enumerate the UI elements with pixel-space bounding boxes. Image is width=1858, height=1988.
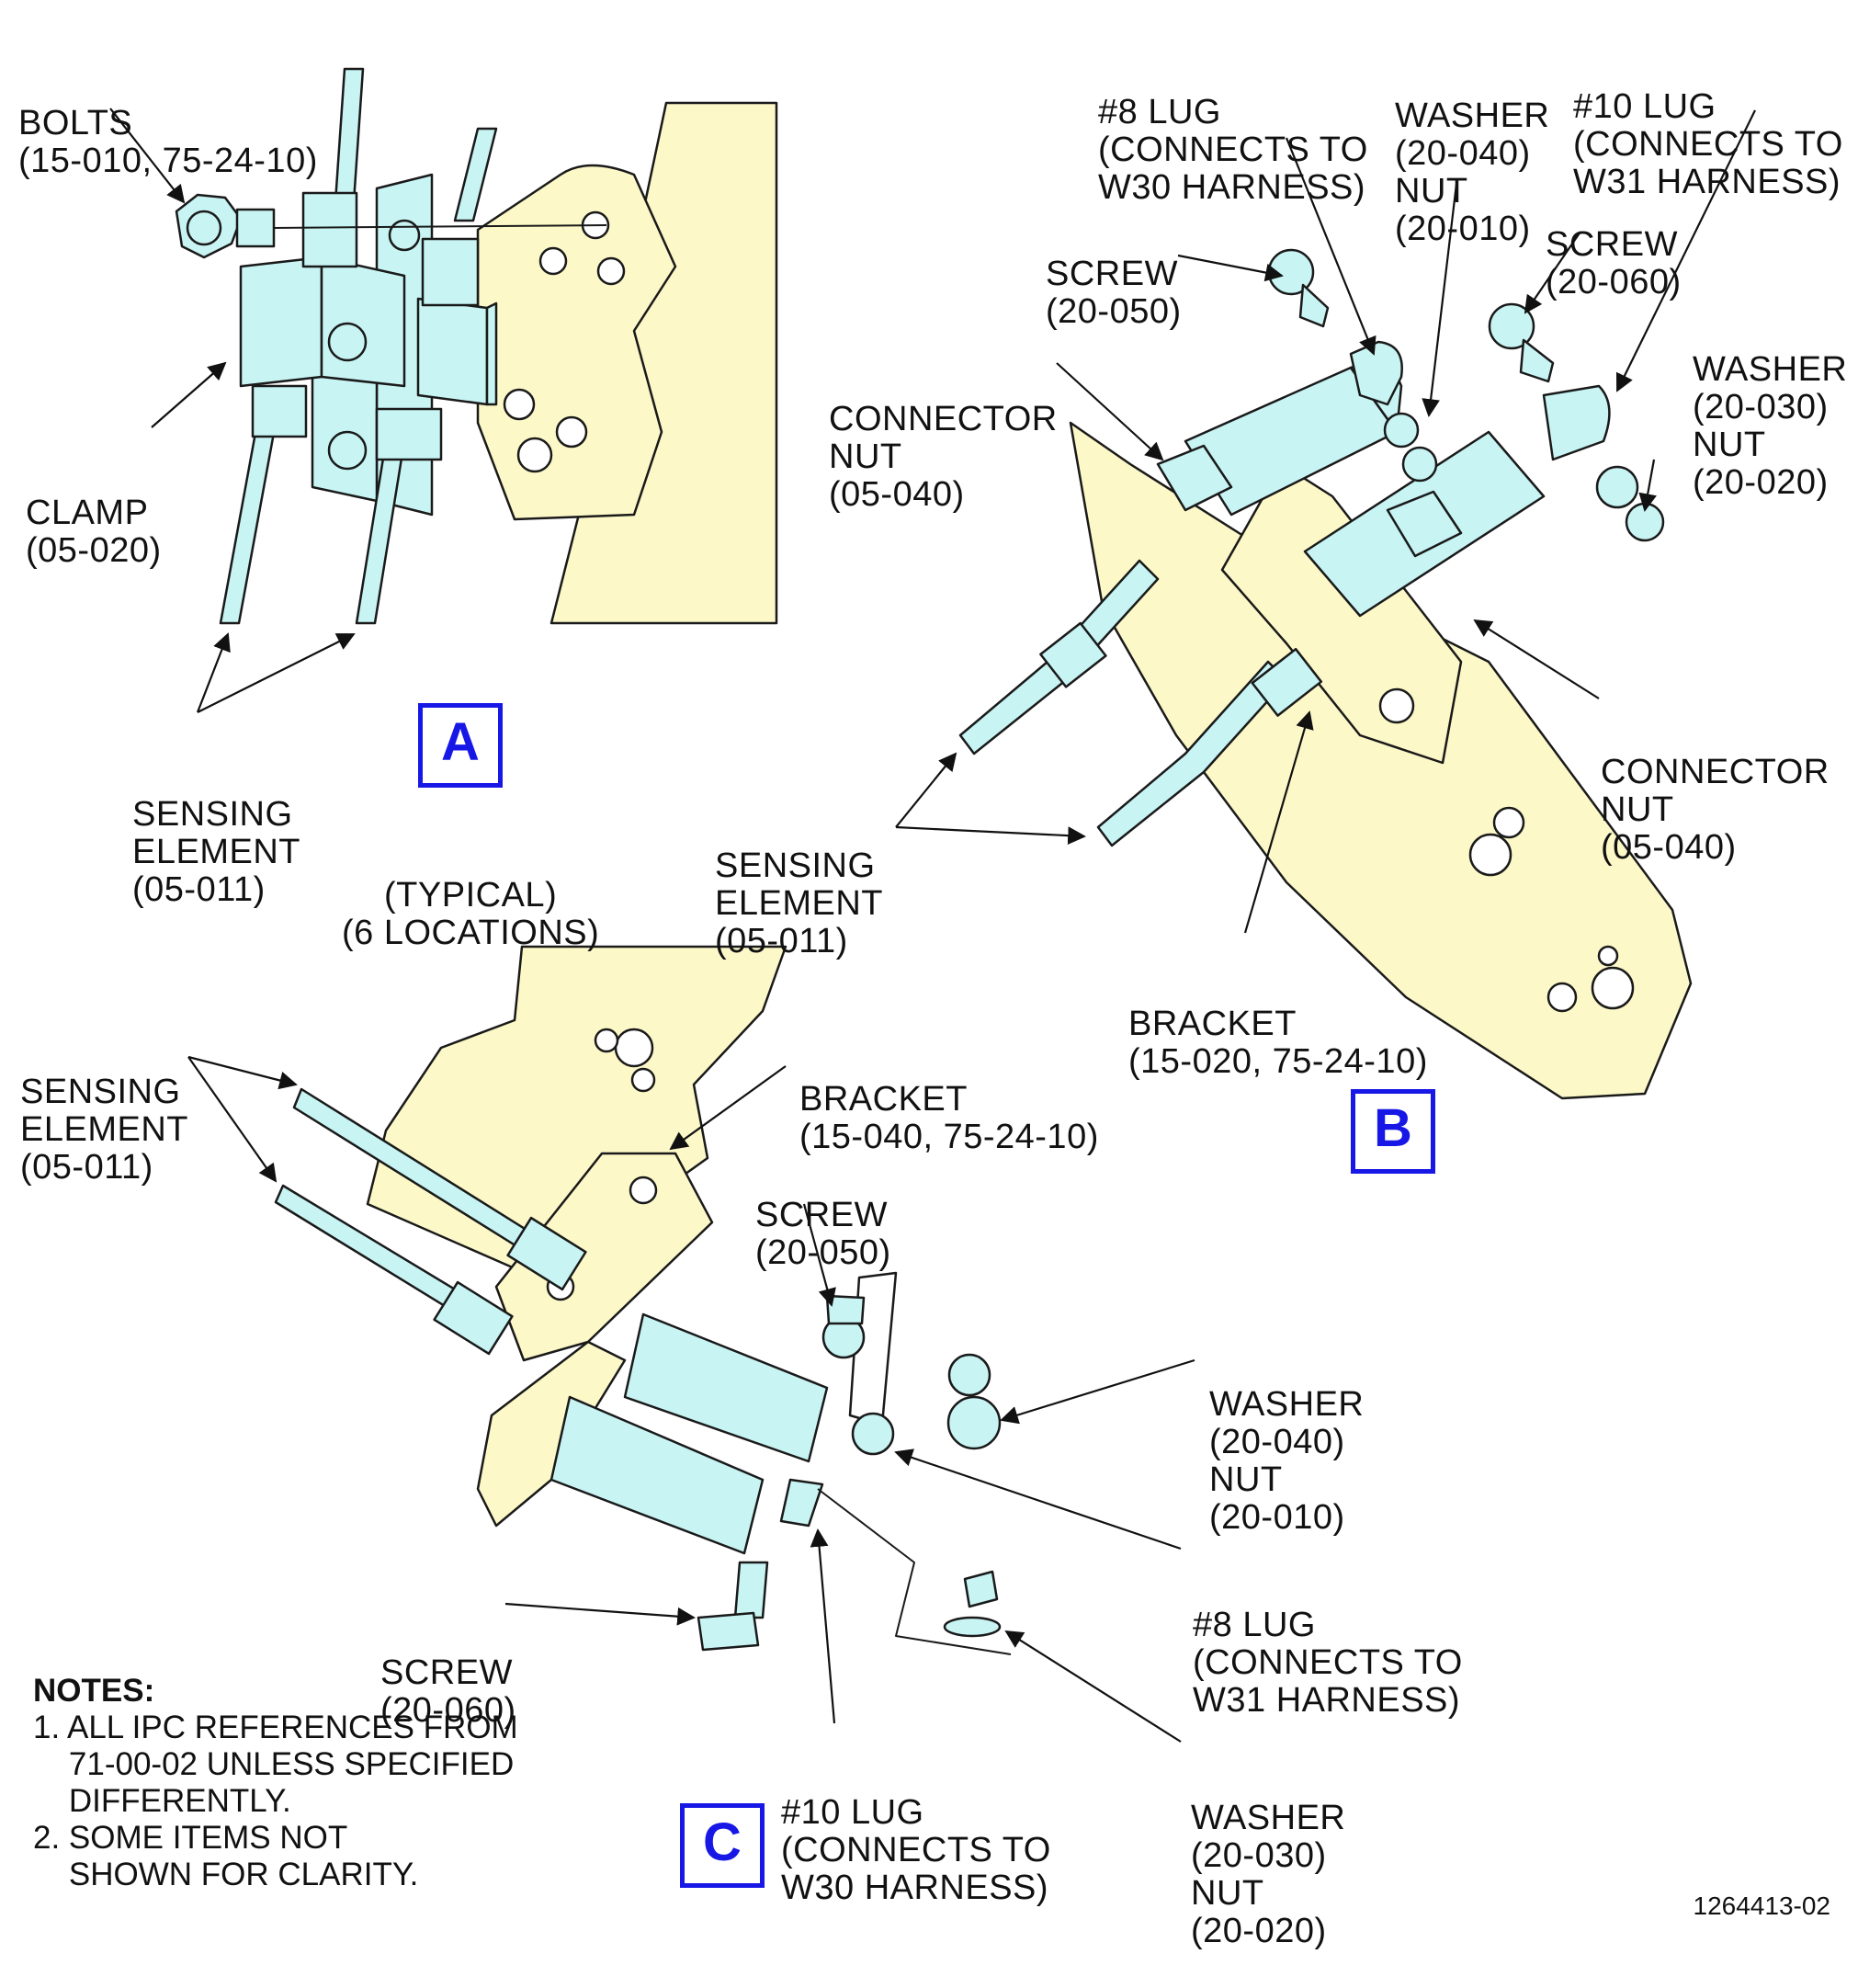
note-2-line-2: SHOWN FOR CLARITY. bbox=[33, 1857, 419, 1892]
notes-heading: NOTES: bbox=[33, 1673, 155, 1709]
view-a-badge: A bbox=[418, 703, 503, 788]
note-2-line-1: 2. SOME ITEMS NOT bbox=[33, 1820, 348, 1856]
view-a-drawing bbox=[175, 67, 778, 625]
label-screw-060-b: SCREW(20-060) bbox=[1546, 225, 1682, 301]
illustration bbox=[109, 67, 1756, 1743]
notes-block: NOTES: 1. ALL IPC REFERENCES FROM 71-00-… bbox=[33, 1673, 518, 1893]
leader-lines bbox=[109, 108, 1756, 1743]
label-screw-050-c: SCREW(20-050) bbox=[755, 1196, 891, 1272]
label-screw-050-b: SCREW(20-050) bbox=[1046, 255, 1182, 331]
view-a-caption: (TYPICAL)(6 LOCATIONS) bbox=[342, 876, 600, 952]
label-screw-060-c: SCREW(20-060) bbox=[380, 1653, 516, 1730]
label-washer-nut-c2: WASHER(20-030)NUT(20-020) bbox=[1191, 1799, 1346, 1950]
label-washer-nut-b1: WASHER(20-040)NUT(20-010) bbox=[1395, 97, 1550, 248]
label-washer-nut-c1: WASHER(20-040)NUT(20-010) bbox=[1209, 1385, 1365, 1537]
label-bolts: BOLTS(15-010, 75-24-10) bbox=[18, 104, 318, 180]
note-1-line-2: 71-00-02 UNLESS SPECIFIED bbox=[33, 1746, 515, 1782]
label-washer-nut-b2: WASHER(20-030)NUT(20-020) bbox=[1693, 350, 1848, 502]
view-b-drawing bbox=[958, 248, 1693, 1100]
figure-number: 1264413-02 bbox=[1693, 1891, 1830, 1920]
view-c-badge: C bbox=[680, 1803, 765, 1888]
note-1-line-1: 1. ALL IPC REFERENCES FROM bbox=[33, 1710, 518, 1745]
view-c-drawing bbox=[274, 945, 1012, 1655]
note-1-line-3: DIFFERENTLY. bbox=[33, 1783, 291, 1819]
view-b-badge: B bbox=[1351, 1089, 1435, 1174]
label-clamp: CLAMP(05-020) bbox=[26, 494, 162, 570]
label-bracket-c: BRACKET(15-040, 75-24-10) bbox=[799, 1080, 1099, 1156]
label-bracket-b: BRACKET(15-020, 75-24-10) bbox=[1128, 1005, 1428, 1081]
